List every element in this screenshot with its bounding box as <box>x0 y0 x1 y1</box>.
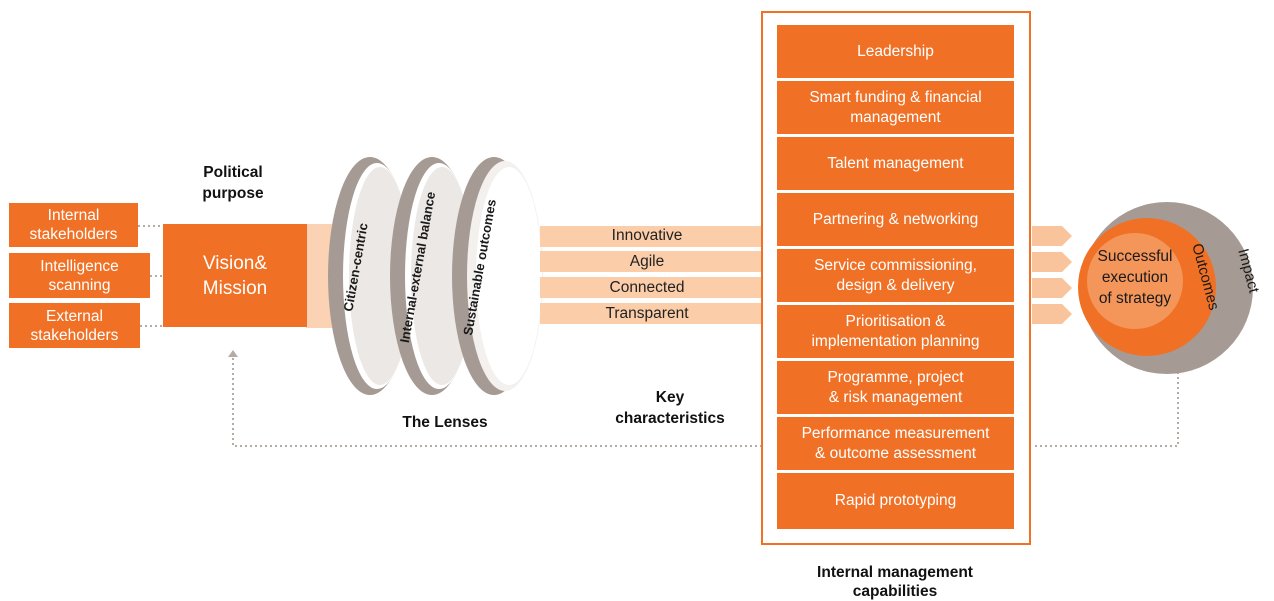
capability-talent-label: Talent management <box>827 154 964 172</box>
lens-sustainable <box>452 157 543 395</box>
stakeholder-intelligence-label: Intelligence scanning <box>40 257 119 294</box>
capability-prioritisation: Prioritisation & implementation planning <box>777 305 1014 358</box>
capabilities-frame <box>761 11 1031 545</box>
characteristic-connected: Connected <box>609 279 685 296</box>
capability-partnering: Partnering & networking <box>777 193 1014 246</box>
stakeholder-internal-label: Internal stakeholders <box>29 207 118 243</box>
capability-partnering-label: Partnering & networking <box>812 210 979 228</box>
vision-mission-label: Vision& Mission <box>202 252 268 299</box>
capability-leadership: Leadership <box>777 25 1014 78</box>
stakeholder-intelligence: Intelligence scanning <box>9 253 150 298</box>
stakeholder-internal: Internal stakeholders <box>9 203 138 247</box>
capability-leadership-label: Leadership <box>857 42 934 60</box>
capability-talent: Talent management <box>777 137 1014 190</box>
lens-internal-external <box>390 157 474 395</box>
capability-programme: Programme, project & risk management <box>777 361 1014 414</box>
capability-service-label: Service commissioning, design & delivery <box>814 256 977 294</box>
capability-rapid-prototyping: Rapid prototyping <box>777 473 1014 529</box>
capability-smart-funding-label: Smart funding & financial management <box>809 88 982 126</box>
lenses-title: The Lenses <box>402 414 488 431</box>
execution-circle <box>1087 233 1183 329</box>
characteristic-innovative: Innovative <box>611 227 683 244</box>
feedback-line-left <box>232 357 762 447</box>
stakeholder-external-label: External stakeholders <box>30 307 119 344</box>
capability-performance: Performance measurement & outcome assess… <box>777 417 1014 470</box>
capability-service: Service commissioning, design & delivery <box>777 249 1014 302</box>
capability-smart-funding: Smart funding & financial management <box>777 81 1014 134</box>
political-purpose-label: Political purpose <box>202 164 264 202</box>
outcomes-label: Outcomes <box>1188 242 1222 312</box>
capabilities-title: Internal management capabilities <box>817 564 973 600</box>
capability-programme-label: Programme, project & risk management <box>827 368 964 406</box>
characteristic-arrows <box>540 226 762 324</box>
characteristic-transparent: Transparent <box>605 305 689 322</box>
capability-performance-label: Performance measurement & outcome assess… <box>801 424 990 462</box>
feedback-arrowhead <box>228 350 238 357</box>
feedback-line-right <box>1032 372 1179 447</box>
impact-label: Impact <box>1234 247 1262 296</box>
capability-prioritisation-label: Prioritisation & implementation planning <box>811 312 980 350</box>
vision-mission-box: Vision& Mission <box>163 224 307 327</box>
capability-rapid-prototyping-label: Rapid prototyping <box>834 492 957 509</box>
outcome-arrows <box>1032 226 1072 324</box>
execution-label: Successful execution of strategy <box>1097 248 1173 307</box>
characteristics-title: Key characteristics <box>615 389 725 427</box>
characteristic-agile: Agile <box>629 253 665 270</box>
stakeholder-external: External stakeholders <box>9 303 140 348</box>
